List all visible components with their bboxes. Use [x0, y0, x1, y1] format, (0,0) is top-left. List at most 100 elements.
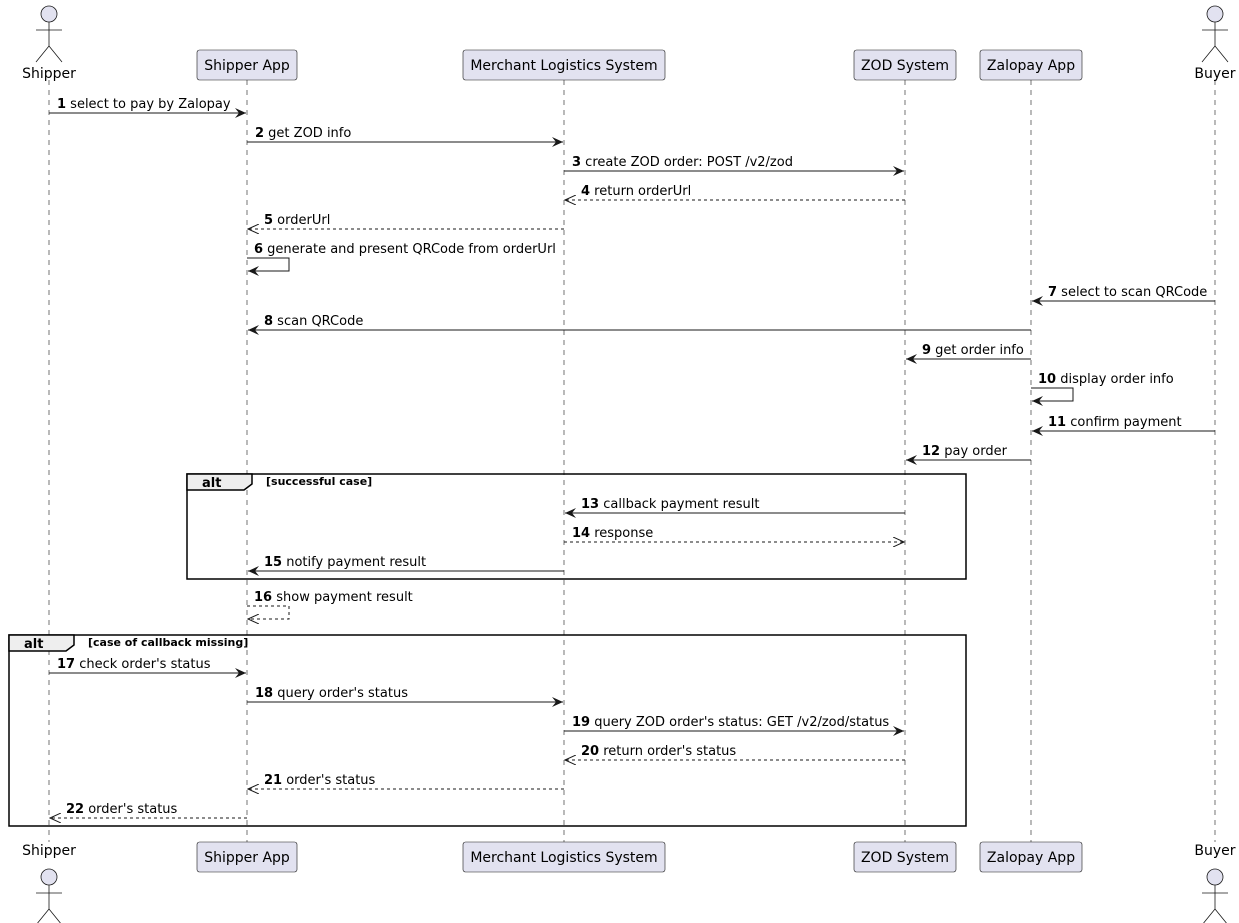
message-text: check order's status	[75, 657, 211, 672]
actor-buyer-bottom: Buyer	[1194, 843, 1236, 923]
message-18: 18 query order's status	[247, 686, 563, 707]
message-number: 11	[1048, 415, 1066, 430]
fragment-tab	[186, 473, 253, 491]
message-7: 7 select to scan QRCode	[1032, 285, 1215, 306]
message-number: 15	[264, 555, 282, 570]
participant-label: Buyer	[1194, 66, 1235, 82]
message-number: 3	[572, 155, 581, 170]
participant-label: Shipper App	[204, 850, 290, 866]
message-label: 2 get ZOD info	[255, 126, 351, 141]
self-message-arrow	[247, 257, 290, 276]
message-1: 1 select to pay by Zalopay	[49, 97, 246, 118]
actor-head-icon	[1206, 5, 1224, 23]
message-number: 21	[264, 773, 282, 788]
message-4: 4 return orderUrl	[565, 184, 905, 200]
message-number: 22	[66, 802, 84, 817]
message-label: 21 order's status	[264, 773, 376, 788]
message-text: return order's status	[599, 744, 736, 759]
actor-buyer-top: Buyer	[1194, 5, 1236, 82]
participant-mls-top: Merchant Logistics System	[462, 49, 666, 81]
participant-label: Shipper	[22, 843, 76, 859]
message-number: 10	[1038, 372, 1056, 387]
actor-body-icon	[35, 22, 63, 63]
message-number: 8	[264, 314, 273, 329]
message-text: orderUrl	[273, 213, 330, 228]
message-number: 16	[254, 590, 272, 605]
message-number: 13	[581, 497, 599, 512]
message-number: 17	[57, 657, 75, 672]
message-14: 14 response	[564, 526, 904, 542]
actor-shipper-top: Shipper	[22, 5, 76, 82]
participant-label: ZOD System	[861, 58, 949, 74]
message-17: 17 check order's status	[49, 657, 246, 678]
lifelines	[48, 80, 1216, 842]
message-label: 9 get order info	[922, 343, 1024, 358]
fragment-guard: [successful case]	[266, 475, 372, 488]
message-label: 11 confirm payment	[1048, 415, 1182, 430]
message-label: 14 response	[572, 526, 653, 541]
fragment-keyword: alt	[202, 476, 221, 491]
message-19: 19 query ZOD order's status: GET /v2/zod…	[564, 715, 904, 736]
actor-head-icon	[1206, 868, 1224, 886]
participant-box	[462, 49, 666, 81]
participant-zod-bottom: ZOD System	[853, 841, 957, 873]
message-number: 14	[572, 526, 590, 541]
message-label: 13 callback payment result	[581, 497, 759, 512]
message-5: 5 orderUrl	[248, 213, 564, 229]
message-label: 6 generate and present QRCode from order…	[254, 242, 556, 257]
message-text: create ZOD order: POST /v2/zod	[581, 155, 793, 170]
participant-box	[979, 841, 1083, 873]
message-text: callback payment result	[599, 497, 759, 512]
fragment-guard: [case of callback missing]	[88, 636, 248, 649]
message-text: select to scan QRCode	[1057, 285, 1207, 300]
participant-label: Zalopay App	[987, 58, 1075, 74]
actor-head-icon	[40, 868, 58, 886]
message-3: 3 create ZOD order: POST /v2/zod	[564, 155, 904, 176]
message-text: response	[590, 526, 653, 541]
fragment-keyword: alt	[24, 637, 43, 652]
participant-box	[196, 49, 298, 81]
message-label: 1 select to pay by Zalopay	[57, 97, 231, 112]
message-label: 15 notify payment result	[264, 555, 426, 570]
participant-label: Buyer	[1194, 843, 1235, 859]
participant-zalopay-app-bottom: Zalopay App	[979, 841, 1083, 873]
message-10: 10 display order info	[1031, 372, 1174, 406]
message-number: 9	[922, 343, 931, 358]
fragment-frame	[8, 634, 967, 827]
participant-shipper-app-top: Shipper App	[196, 49, 298, 81]
participant-box	[196, 841, 298, 873]
fragment-tab	[8, 634, 75, 652]
actor-head-icon	[40, 5, 58, 23]
fragment-alt: alt [case of callback missing]	[8, 634, 967, 827]
participant-zalopay-app-top: Zalopay App	[979, 49, 1083, 81]
message-label: 22 order's status	[66, 802, 178, 817]
self-message-arrow	[247, 605, 290, 619]
message-number: 19	[572, 715, 590, 730]
message-text: notify payment result	[282, 555, 426, 570]
message-13: 13 callback payment result	[565, 497, 905, 518]
message-text: scan QRCode	[273, 314, 363, 329]
participant-box	[462, 841, 666, 873]
message-text: show payment result	[272, 590, 413, 605]
participant-zod-top: ZOD System	[853, 49, 957, 81]
participant-box	[853, 841, 957, 873]
message-label: 5 orderUrl	[264, 213, 330, 228]
actor-body-icon	[36, 885, 62, 923]
message-label: 3 create ZOD order: POST /v2/zod	[572, 155, 793, 170]
message-text: get order info	[931, 343, 1024, 358]
message-text: return orderUrl	[590, 184, 691, 199]
message-label: 17 check order's status	[57, 657, 211, 672]
message-label: 7 select to scan QRCode	[1048, 285, 1207, 300]
actor-shipper-bottom: Shipper	[22, 843, 76, 923]
messages: 1 select to pay by Zalopay 2 get ZOD info…	[49, 97, 1215, 818]
message-22: 22 order's status	[50, 802, 247, 818]
message-label: 18 query order's status	[255, 686, 408, 701]
message-number: 18	[255, 686, 273, 701]
fragments: alt [successful case] alt [case of callback…	[8, 473, 967, 827]
message-text: query ZOD order's status: GET /v2/zod/st…	[590, 715, 889, 730]
participant-label: Zalopay App	[987, 850, 1075, 866]
message-text: order's status	[84, 802, 177, 817]
message-15: 15 notify payment result	[248, 555, 564, 576]
message-label: 19 query ZOD order's status: GET /v2/zod…	[572, 715, 889, 730]
